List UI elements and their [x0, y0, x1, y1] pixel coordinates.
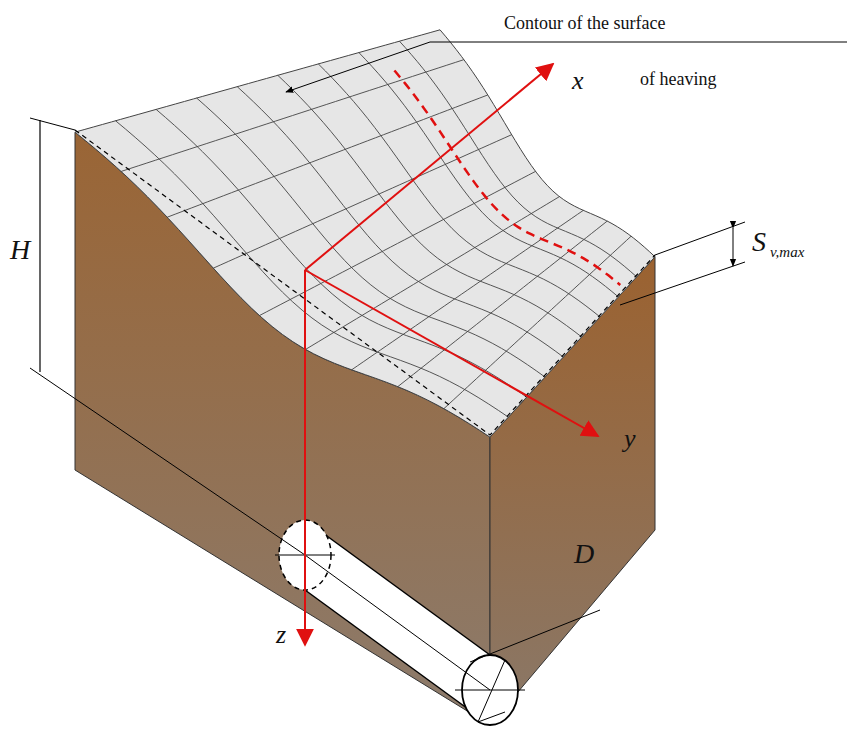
mesh-line: [306, 197, 560, 350]
dimension-label: H: [10, 236, 30, 264]
heaving-surface: [75, 30, 655, 437]
mesh-line: [318, 64, 600, 317]
original-surface: [75, 130, 655, 435]
mesh-line: [278, 75, 582, 337]
mesh-line: [399, 41, 636, 277]
dimension-label: D: [574, 540, 594, 568]
dimension-subscript: v,max: [770, 245, 804, 260]
mesh-line: [398, 221, 607, 387]
dimension-lines: [30, 42, 847, 555]
mesh-line: [156, 109, 527, 397]
tunnel-cylinder: [275, 520, 600, 725]
dimension-label: S: [752, 228, 766, 256]
callout-text: Contour of the surface: [504, 14, 665, 32]
axis-label: x: [572, 68, 584, 94]
mesh-line: [237, 87, 563, 357]
axis-label: y: [624, 426, 636, 452]
mesh-line: [359, 53, 618, 297]
coordinate-axes: [305, 64, 598, 645]
mesh-line: [352, 210, 584, 369]
axis-label: z: [276, 622, 286, 648]
callout-text: of heaving: [640, 70, 716, 88]
mesh-line: [197, 98, 545, 377]
mesh-line: [213, 135, 511, 268]
mesh-line: [121, 60, 464, 172]
